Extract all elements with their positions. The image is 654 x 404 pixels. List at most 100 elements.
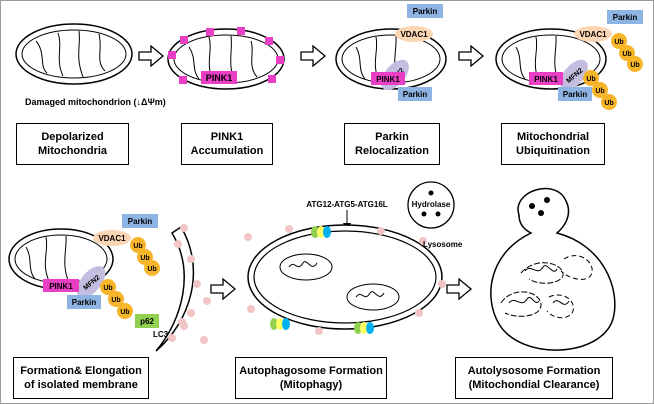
lc3-label: LC3 xyxy=(153,330,169,339)
vdac1-label: VDAC1 xyxy=(400,30,428,39)
process-arrow xyxy=(300,44,327,68)
stage-ubiquitination: Parkin VDAC1 Ub Ub Ub MFN2 PINK1 Parkin … xyxy=(495,10,643,110)
ub-circle xyxy=(100,279,116,295)
vdac1-label: VDAC1 xyxy=(579,30,607,39)
stage-isolation-membrane: Parkin VDAC1 Ub Ub Ub MFN2 PINK1 Parkin … xyxy=(8,214,201,352)
process-arrow xyxy=(210,277,237,301)
pink1-label: PINK1 xyxy=(206,73,233,83)
pink1-label-box xyxy=(201,71,237,84)
damaged-caption: Damaged mitochondrion (↓ΔΨm) xyxy=(25,97,166,107)
lc3-dot xyxy=(174,240,182,248)
parkin-label: Parkin xyxy=(128,217,153,226)
pink1-label: PINK1 xyxy=(376,75,400,84)
ub-label: Ub xyxy=(147,266,156,273)
stage-label-line: (Mitochondial Clearance) xyxy=(468,379,600,391)
stage-label-autophagosome: Autophagosome Formation (Mitophagy) xyxy=(235,357,387,399)
pink1-marker xyxy=(276,56,284,64)
mfn2-oval xyxy=(76,266,106,298)
ub-label: Ub xyxy=(133,243,142,250)
stage-label-line: (Mitophagy) xyxy=(279,379,343,391)
ub-circle xyxy=(583,70,599,86)
ub-label: Ub xyxy=(622,51,631,58)
stage-label-line: Relocalization xyxy=(355,145,429,157)
stage-label-pink1: PINK1 Accumulation xyxy=(181,123,273,165)
pink1-marker xyxy=(168,51,176,59)
parkin-label: Parkin xyxy=(613,13,638,22)
ub-circle xyxy=(108,291,124,307)
pink1-marker xyxy=(180,36,188,44)
ub-circle xyxy=(601,94,617,110)
ub-label: Ub xyxy=(111,297,120,304)
ub-label: Ub xyxy=(103,285,112,292)
hydrolase-label: Hydrolase xyxy=(412,200,451,209)
parkin-label: Parkin xyxy=(413,7,438,16)
engulfed-mitochondrion xyxy=(279,253,333,281)
vdac1-oval xyxy=(574,26,612,42)
process-arrow xyxy=(446,277,473,301)
stage-label-line: PINK1 xyxy=(210,131,244,143)
ub-label: Ub xyxy=(140,255,149,262)
p62-box xyxy=(135,314,159,328)
stage-label-line: Mitochondria xyxy=(37,145,108,157)
ub-circle xyxy=(130,237,146,253)
stage-autolysosome xyxy=(490,187,616,351)
stage-damaged-mitochondrion: Damaged mitochondrion (↓ΔΨm) xyxy=(15,23,166,107)
parkin-box xyxy=(558,87,592,101)
process-arrows xyxy=(138,44,485,301)
stage-label-depolarized: Depolarized Mitochondria xyxy=(16,123,129,165)
lysosome-label: Lysosome xyxy=(423,240,463,249)
pink1-marker xyxy=(237,27,245,35)
lc3-dot xyxy=(187,309,195,317)
parkin-box xyxy=(407,4,443,18)
parkin-label: Parkin xyxy=(72,298,97,307)
lc3-dot xyxy=(168,334,176,342)
stage-label-line: Depolarized xyxy=(41,131,104,143)
parkin-label: Parkin xyxy=(563,90,588,99)
ub-label: Ub xyxy=(630,62,639,69)
pink1-marker xyxy=(179,76,187,84)
ub-label: Ub xyxy=(120,309,129,316)
engulfed-mitochondrion xyxy=(346,283,400,311)
ub-circle xyxy=(627,56,643,72)
parkin-box xyxy=(607,10,643,24)
lc3-dot xyxy=(187,255,195,263)
stage-label-line: Ubiquitination xyxy=(516,145,590,157)
vdac1-oval xyxy=(93,230,131,246)
stage-label-line: Formation& Elongation xyxy=(20,365,142,377)
lc3-dot xyxy=(193,280,201,288)
ub-label: Ub xyxy=(604,100,613,107)
parkin-label: Parkin xyxy=(403,90,428,99)
stage-label-ubiquitination: Mitochondrial Ubiquitination xyxy=(501,123,605,165)
ub-circle xyxy=(144,260,160,276)
lysosome xyxy=(407,181,455,229)
stage-label-line: Autolysosome Formation xyxy=(467,365,601,377)
stage-autophagosome: ATG12-ATG5-ATG16L Hydrolase xyxy=(178,181,463,344)
pink1-marker xyxy=(206,28,214,36)
pink1-label-box xyxy=(371,72,405,85)
vdac1-oval xyxy=(395,26,433,42)
pink1-marker xyxy=(268,75,276,83)
stage-parkin-relocalization: Parkin VDAC1 MFN2 PINK1 Parkin xyxy=(335,4,447,101)
stage-label-line: Accumulation xyxy=(190,145,264,157)
process-arrow xyxy=(458,44,485,68)
stage-label-parkin: Parkin Relocalization xyxy=(344,123,440,165)
vdac1-label: VDAC1 xyxy=(98,234,126,243)
ub-circle xyxy=(611,33,627,49)
mfn2-oval xyxy=(560,59,588,91)
ub-circle xyxy=(619,45,635,61)
stage-label-line: Mitochondrial xyxy=(516,131,590,143)
pink1-marker xyxy=(265,37,273,45)
atg-complex-label: ATG12-ATG5-ATG16L xyxy=(306,200,387,209)
pink1-label-box xyxy=(43,279,79,292)
autophagosome-inner xyxy=(253,230,437,324)
ub-circle xyxy=(117,303,133,319)
autolysosome xyxy=(490,187,616,351)
stage-label-autolysosome: Autolysosome Formation (Mitochondial Cle… xyxy=(455,357,613,399)
ub-label: Ub xyxy=(586,76,595,83)
parkin-box xyxy=(398,87,432,101)
parkin-box xyxy=(67,295,101,309)
stage-pink1-accumulation: PINK1 xyxy=(167,27,285,90)
process-arrow xyxy=(138,44,165,68)
